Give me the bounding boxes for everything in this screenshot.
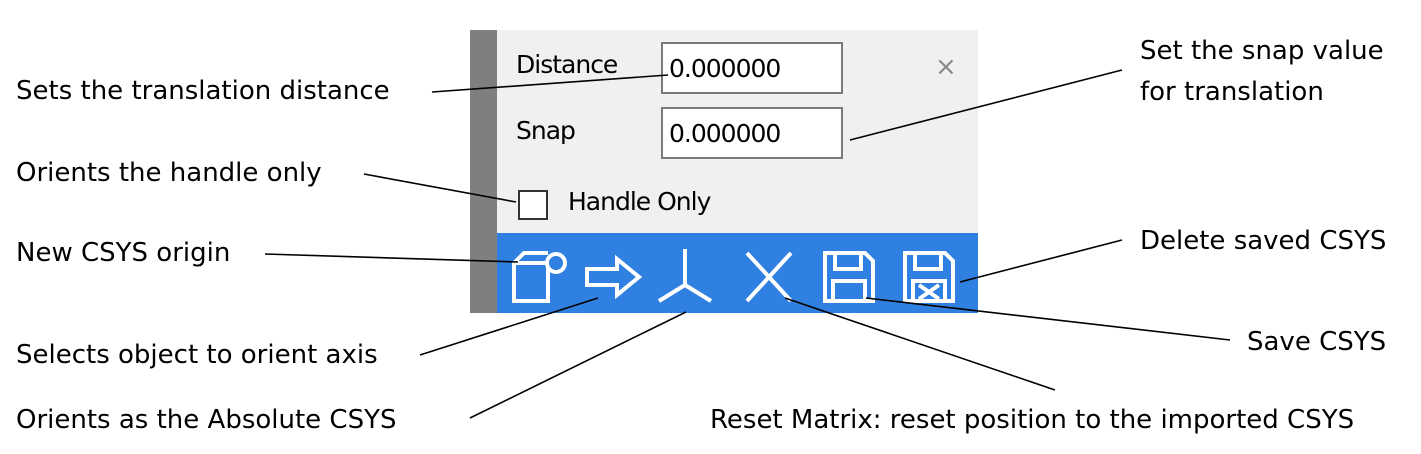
translation-panel: Distance × Snap Handle Only (470, 30, 978, 313)
handle-only-label[interactable]: Handle Only (568, 187, 711, 216)
handle-only-checkbox[interactable] (518, 190, 548, 220)
select-object-button[interactable] (583, 249, 643, 305)
close-icon[interactable]: × (935, 52, 957, 82)
callout-snap-line2: for translation (1140, 77, 1324, 107)
absolute-csys-button[interactable] (655, 249, 715, 305)
callout-delete-saved: Delete saved CSYS (1140, 226, 1387, 256)
callout-new-origin: New CSYS origin (16, 238, 231, 268)
callout-handle-only: Orients the handle only (16, 158, 322, 188)
callout-reset-matrix: Reset Matrix: reset position to the impo… (710, 405, 1355, 435)
callout-translation-distance: Sets the translation distance (16, 76, 390, 106)
panel-left-border (470, 30, 497, 313)
delete-saved-csys-icon (903, 251, 955, 303)
new-csys-origin-icon (512, 251, 567, 303)
callout-absolute-csys: Orients as the Absolute CSYS (16, 405, 397, 435)
absolute-csys-axis-icon (657, 249, 713, 303)
delete-saved-csys-button[interactable] (899, 249, 959, 305)
callout-select-object: Selects object to orient axis (16, 340, 378, 370)
new-csys-origin-button[interactable] (510, 249, 570, 305)
callout-snap-line1: Set the snap value (1140, 36, 1384, 66)
leader-delete-saved (959, 239, 1123, 283)
csys-toolbar (497, 233, 978, 313)
distance-label: Distance (516, 50, 618, 79)
leader-absolute-csys (469, 311, 687, 419)
distance-input[interactable] (661, 42, 843, 94)
select-object-arrow-icon (585, 254, 643, 300)
callout-save-csys: Save CSYS (1247, 327, 1387, 357)
snap-label: Snap (516, 116, 576, 145)
reset-matrix-button[interactable] (739, 249, 799, 305)
snap-input[interactable] (661, 107, 843, 159)
reset-matrix-x-icon (745, 251, 793, 303)
save-csys-icon (823, 251, 875, 303)
save-csys-button[interactable] (819, 249, 879, 305)
